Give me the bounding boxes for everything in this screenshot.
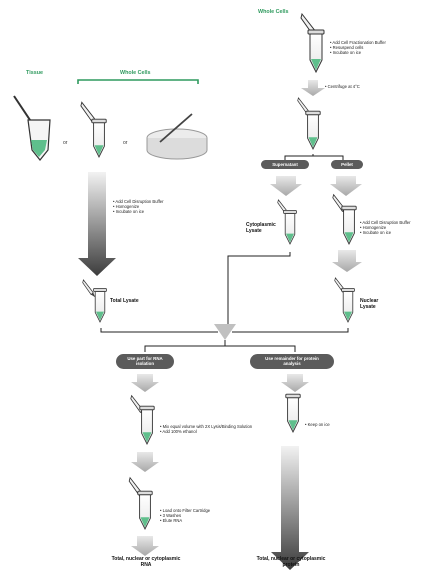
tube-icon	[286, 394, 300, 432]
tissue-header: Tissue	[26, 70, 43, 76]
pellet-pill: Pellet	[331, 160, 363, 169]
tube-icon	[94, 288, 107, 322]
supernatant-pill: Supernatant	[261, 160, 309, 169]
tube-icon	[92, 119, 106, 157]
cytoplasmic-lysate-label: Cytoplasmic Lysate	[246, 222, 280, 234]
rna-path-pill: Use part for RNA isolation	[116, 354, 174, 369]
petri-dish-icon	[147, 114, 207, 159]
whole-cells-header-left: Whole Cells	[120, 70, 151, 76]
nuclear-lysate-label: Nuclear Lysate	[360, 298, 394, 310]
left-lysis-steps: Add Cell Disruption Buffer Homogenize In…	[113, 199, 213, 215]
tube-icon	[306, 111, 320, 149]
or-connector: or	[63, 140, 67, 146]
tube-icon	[342, 288, 355, 322]
protein-step: Keep on ice	[305, 422, 385, 427]
or-connector: or	[123, 140, 127, 146]
protein-path-pill: Use remainder for protein analysis	[250, 354, 334, 369]
arrow-down	[131, 452, 159, 472]
arrow-down	[330, 176, 362, 196]
tube-icon	[140, 406, 154, 444]
long-arrow-left	[78, 172, 116, 276]
tube-icon	[284, 210, 297, 244]
total-lysate-label: Total Lysate	[110, 298, 140, 304]
whole-cells-bracket	[78, 80, 198, 84]
tube-icon	[342, 206, 356, 244]
tube-icon	[308, 30, 324, 72]
arrow-down	[332, 250, 362, 272]
arrow-down	[131, 536, 159, 556]
arrow-down	[131, 374, 159, 392]
long-arrow-right	[271, 446, 309, 570]
protein-output-label: Total, nuclear or cytoplasmic protein	[254, 556, 328, 568]
centrifuge-step: Centrifuge at 4°C	[325, 84, 415, 89]
rna-output-label: Total, nuclear or cytoplasmic RNA	[110, 556, 182, 568]
right-start-steps: Add Cell Fractionation Buffer Resuspend …	[330, 40, 430, 56]
whole-cells-header-right: Whole Cells	[258, 9, 289, 15]
tube-icon	[138, 491, 152, 529]
arrow-down	[301, 80, 325, 96]
rna-binding-steps: Mix equal volume with 2X Lysis/Binding S…	[160, 424, 270, 434]
arrow-down	[270, 176, 302, 196]
filter-steps: Load onto Filter Cartridge 3 Washes Elut…	[160, 508, 270, 524]
homogenizer-icon	[14, 96, 50, 160]
arrow-down	[281, 374, 309, 392]
nuclear-lysis-steps: Add Cell Disruption Buffer Homogenize In…	[360, 220, 432, 236]
